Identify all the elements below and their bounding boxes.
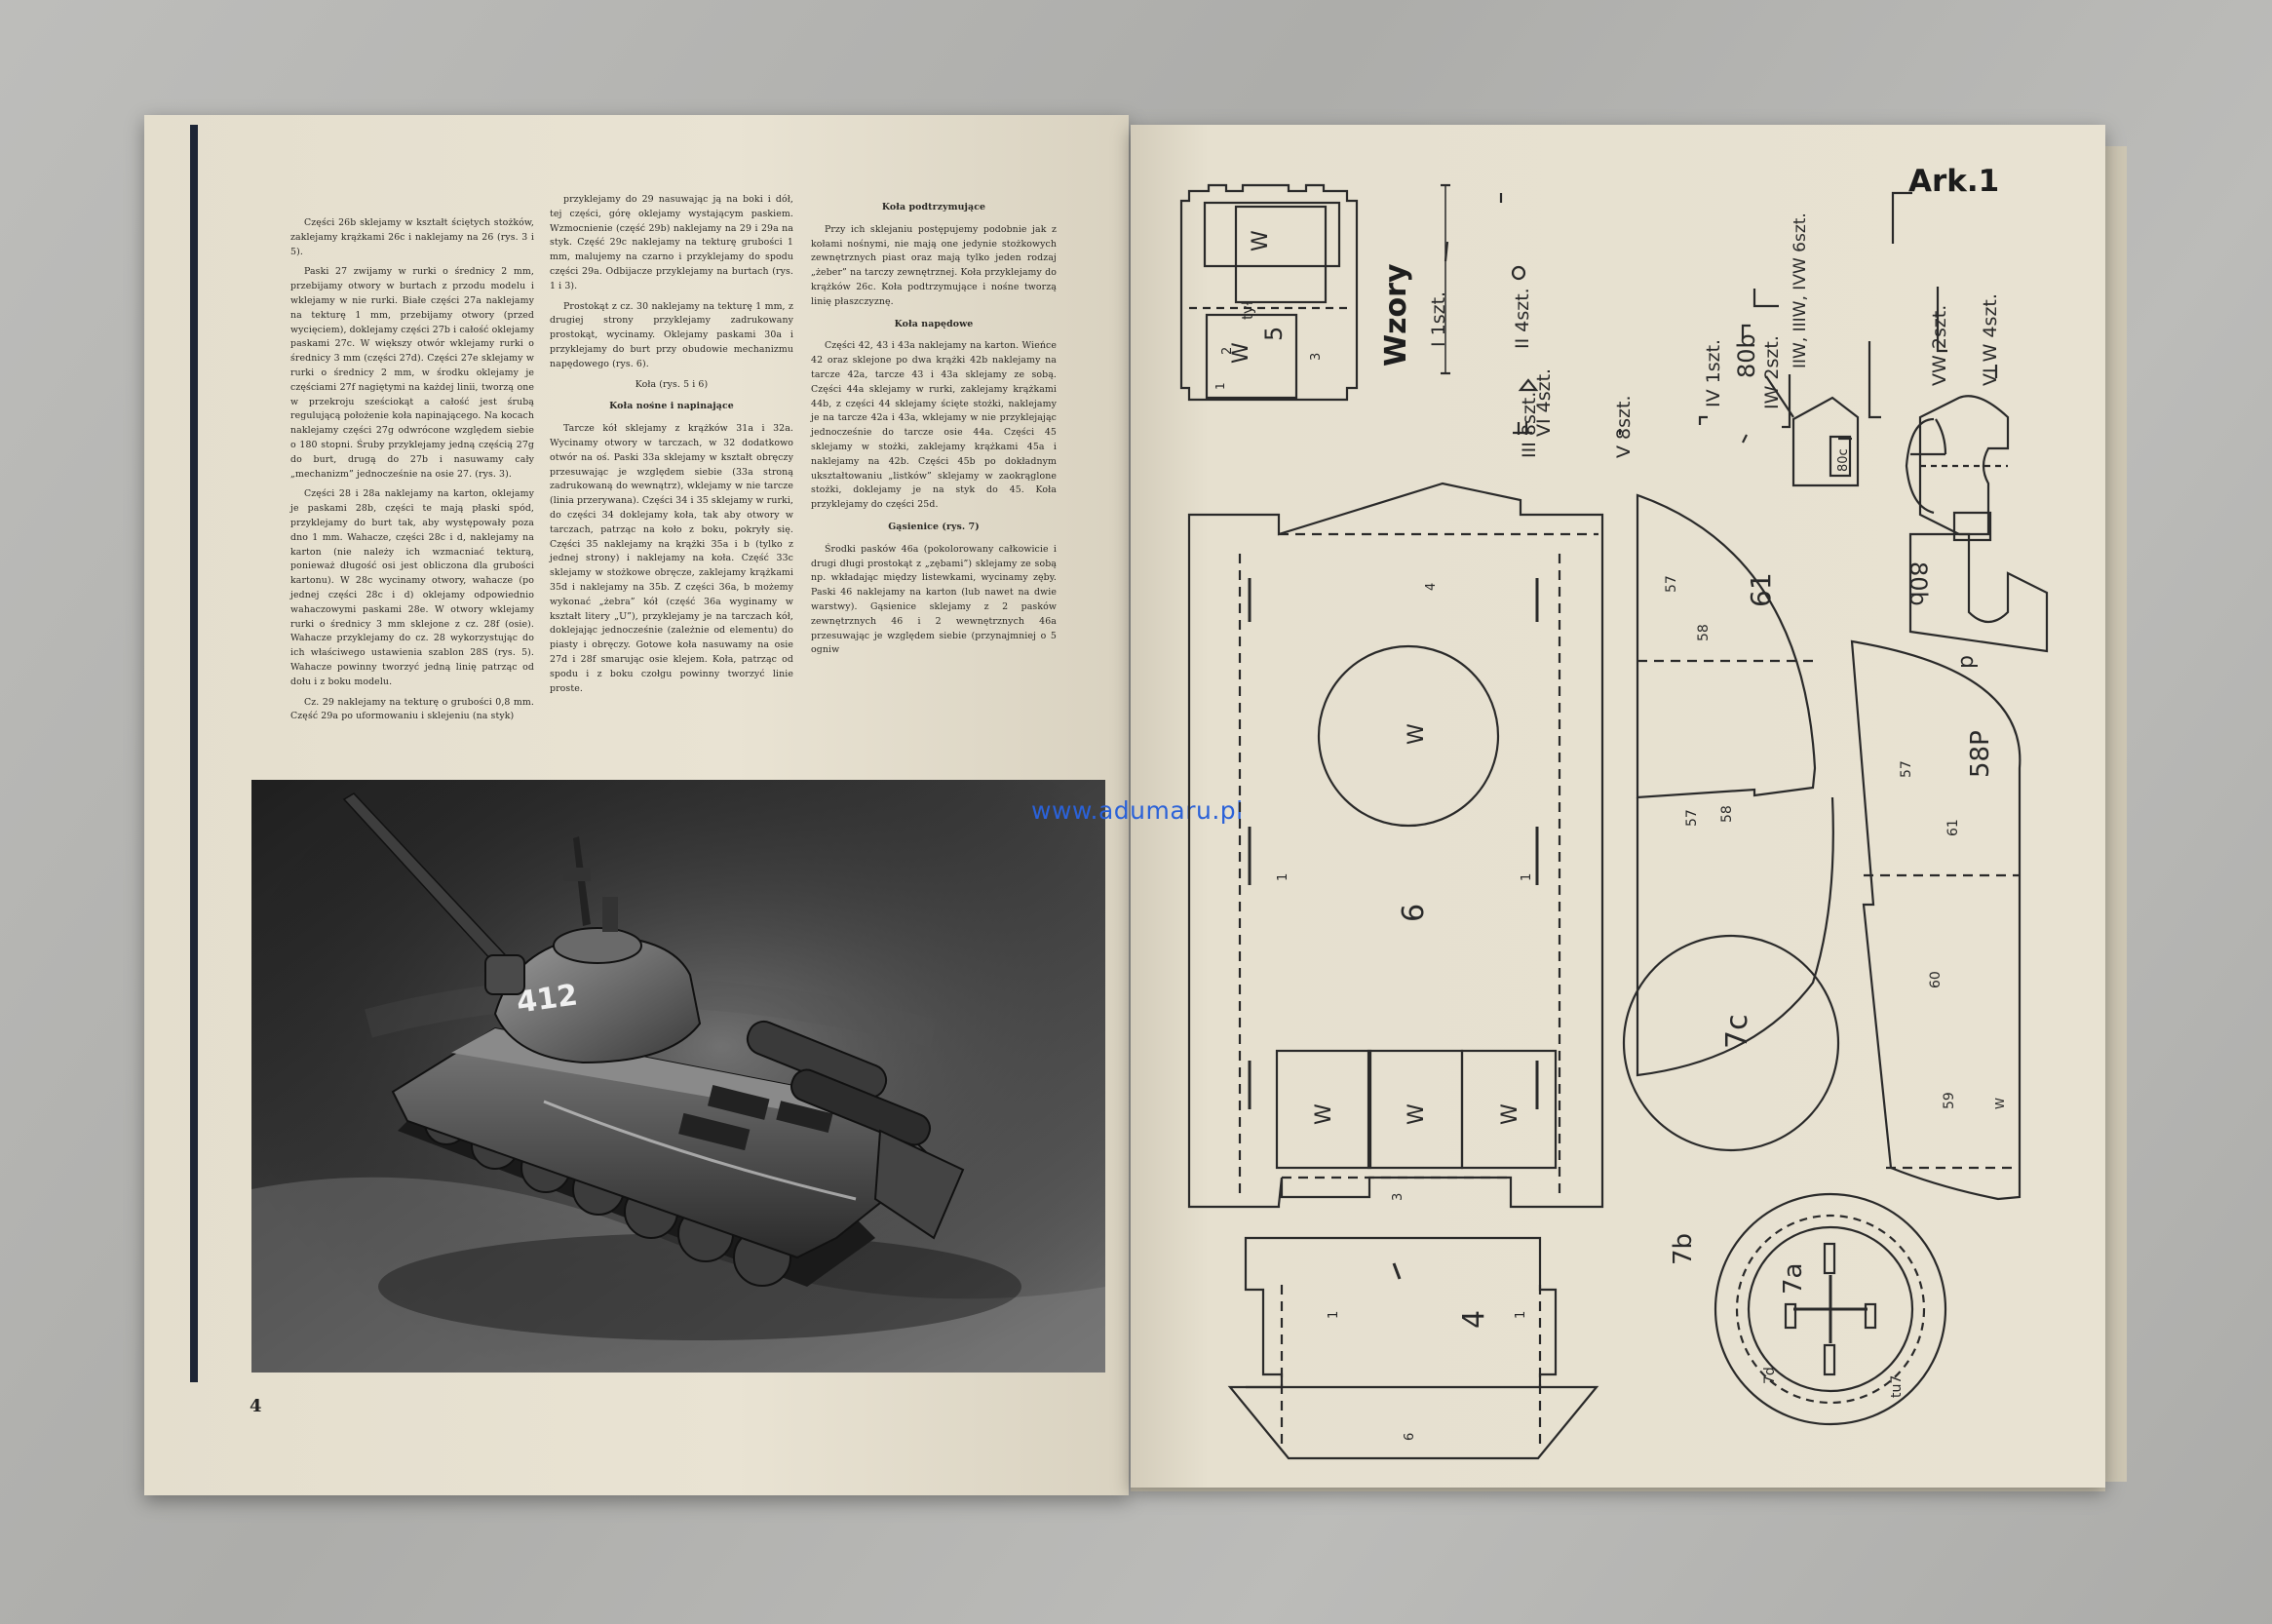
- part-6-ref-3: 3: [1391, 1193, 1406, 1201]
- section-heading: Gąsienice (rys. 7): [888, 521, 980, 532]
- part-lower-ref-57: 57: [1684, 809, 1700, 827]
- strip-i-label: I 1szt.: [1428, 291, 1449, 347]
- part-4-ref-1-right: 1: [1514, 1311, 1528, 1319]
- part-4-ref-6: 6: [1403, 1433, 1417, 1441]
- part-5-w-top: W: [1249, 230, 1273, 251]
- tank-photo-illustration: 412: [251, 780, 1105, 1373]
- part-7-glue-note: tu7: [1889, 1375, 1905, 1398]
- part-61-ref-58: 58: [1696, 624, 1712, 641]
- part-58p-number: 58P: [1966, 730, 1995, 778]
- paragraph: Paski 27 zwijamy w rurki o średnicy 2 mm…: [290, 266, 534, 480]
- part-7c-circle: [1622, 934, 1840, 1152]
- strip-v-label: V 8szt.: [1613, 396, 1635, 459]
- part-5-w-bottom: W: [1229, 342, 1253, 364]
- text-column-1: Części 26b sklejamy w kształt ściętych s…: [290, 216, 534, 730]
- part-6-number: 6: [1397, 904, 1431, 922]
- part-61-number: 61: [1745, 572, 1777, 607]
- part-6-hull: [1187, 482, 1604, 1209]
- part-6-w-3: W: [1498, 1103, 1522, 1125]
- strip-legend: [1441, 183, 1998, 444]
- cutout-patterns-drawing: W W 5 tył 2 3 1 Wzory: [1179, 183, 2049, 1460]
- part-80b-label: 80b: [1733, 333, 1760, 378]
- turret-number: 412: [515, 978, 580, 1020]
- part-6-ref-1-left: 1: [1276, 873, 1290, 881]
- part-58p-ref-w: W: [1993, 1098, 2007, 1109]
- section-heading: Koła podtrzymujące: [881, 202, 986, 213]
- part-61: [1636, 493, 1834, 1077]
- part-d-label: d: [1955, 655, 1980, 669]
- watermark-url: www.adumaru.pl: [1031, 796, 1244, 825]
- column-2-blocks: przyklejamy do 29 nasuwając ją na boki i…: [550, 193, 793, 696]
- part-58p-ref-59: 59: [1942, 1092, 1957, 1109]
- paragraph: Części 28 i 28a naklejamy na karton, okl…: [290, 488, 534, 687]
- part-5-number: 5: [1260, 327, 1288, 341]
- strip-iii-label: III 8szt.: [1519, 392, 1540, 458]
- part-4-number: 4: [1457, 1310, 1491, 1329]
- part-58p-ref-60: 60: [1928, 971, 1944, 988]
- part-80c-label: 80c: [1836, 448, 1851, 472]
- paragraph: przyklejamy do 29 nasuwając ją na boki i…: [550, 194, 793, 291]
- part-7-wheel: [1714, 1192, 1947, 1426]
- part-u-cutouts: [1908, 395, 2049, 653]
- part-80b-second-label: 80b: [1905, 561, 1932, 606]
- paragraph: Tarcze kół sklejamy z krążków 31a i 32a.…: [550, 423, 793, 694]
- part-58p-ref-61: 61: [1945, 819, 1961, 836]
- part-61-ref-57: 57: [1664, 575, 1679, 593]
- patterns-title: Wzory: [1379, 263, 1413, 367]
- strip-iw-label: IW 2szt.: [1761, 335, 1783, 409]
- part-3-label: 3: [1309, 353, 1324, 361]
- part-5-back-label: tył: [1239, 300, 1256, 320]
- section-heading: Koła nośne i napinające: [609, 401, 734, 412]
- part-6-w-1: W: [1312, 1103, 1336, 1125]
- strip-iv-label: IV 1szt.: [1703, 339, 1724, 407]
- part-58p-ref-57: 57: [1899, 760, 1914, 778]
- text-column-2: przyklejamy do 29 nasuwając ją na boki i…: [550, 193, 793, 702]
- paragraph: Środki pasków 46a (pokolorowany całkowic…: [811, 543, 1057, 656]
- part-lower-ref-58: 58: [1719, 805, 1735, 823]
- paragraph: Cz. 29 naklejamy na tekturę o grubości 0…: [290, 696, 534, 722]
- part-80: [1765, 375, 1947, 515]
- part-6-circle-w: W: [1405, 723, 1429, 745]
- strip-ii-label: II 4szt.: [1512, 288, 1533, 349]
- column-1-blocks: Części 26b sklejamy w kształt ściętych s…: [290, 216, 534, 724]
- section-heading: Koła napędowe: [894, 318, 974, 329]
- strip-vw-label: VW 2szt.: [1929, 305, 1950, 386]
- part-2-label: 2: [1220, 347, 1235, 355]
- part-5-box: [1179, 183, 1359, 402]
- section-note: Koła (rys. 5 i 6): [635, 378, 709, 390]
- part-7c-number: 7c: [1720, 1014, 1754, 1049]
- part-6-ref-1-right: 1: [1520, 873, 1534, 881]
- part-7d-number: 7d: [1762, 1367, 1778, 1384]
- paragraph: Części 26b sklejamy w kształt ściętych s…: [290, 217, 534, 257]
- part-4-ref-1-left: 1: [1327, 1311, 1341, 1319]
- part-4-plate: [1227, 1236, 1599, 1460]
- strip-viw-label: VI W 4szt.: [1980, 293, 2001, 386]
- paragraph: Prostokąt z cz. 30 naklejamy na tekturę …: [550, 300, 793, 369]
- tank-model-photo: 412: [251, 780, 1105, 1373]
- strip-vi-label: VI 4szt.: [1533, 368, 1555, 437]
- paragraph: Przy ich sklejaniu postępujemy podobnie …: [811, 223, 1057, 307]
- paragraph: Części 42, 43 i 43a naklejamy na karton.…: [811, 340, 1057, 511]
- part-58p: [1850, 639, 2022, 1201]
- sheet-label: Ark.1: [1908, 164, 2000, 199]
- strip-w-label: IIW, IIIW, IVW 6szt.: [1791, 213, 1810, 368]
- part-1-label: 1: [1213, 382, 1227, 390]
- binder-strip: [190, 125, 198, 1382]
- page-number: 4: [250, 1396, 262, 1416]
- part-6-ref-4: 4: [1424, 583, 1439, 591]
- part-7b-number: 7b: [1669, 1233, 1698, 1265]
- part-6-w-2: W: [1405, 1103, 1429, 1125]
- part-7a-number: 7a: [1779, 1263, 1808, 1295]
